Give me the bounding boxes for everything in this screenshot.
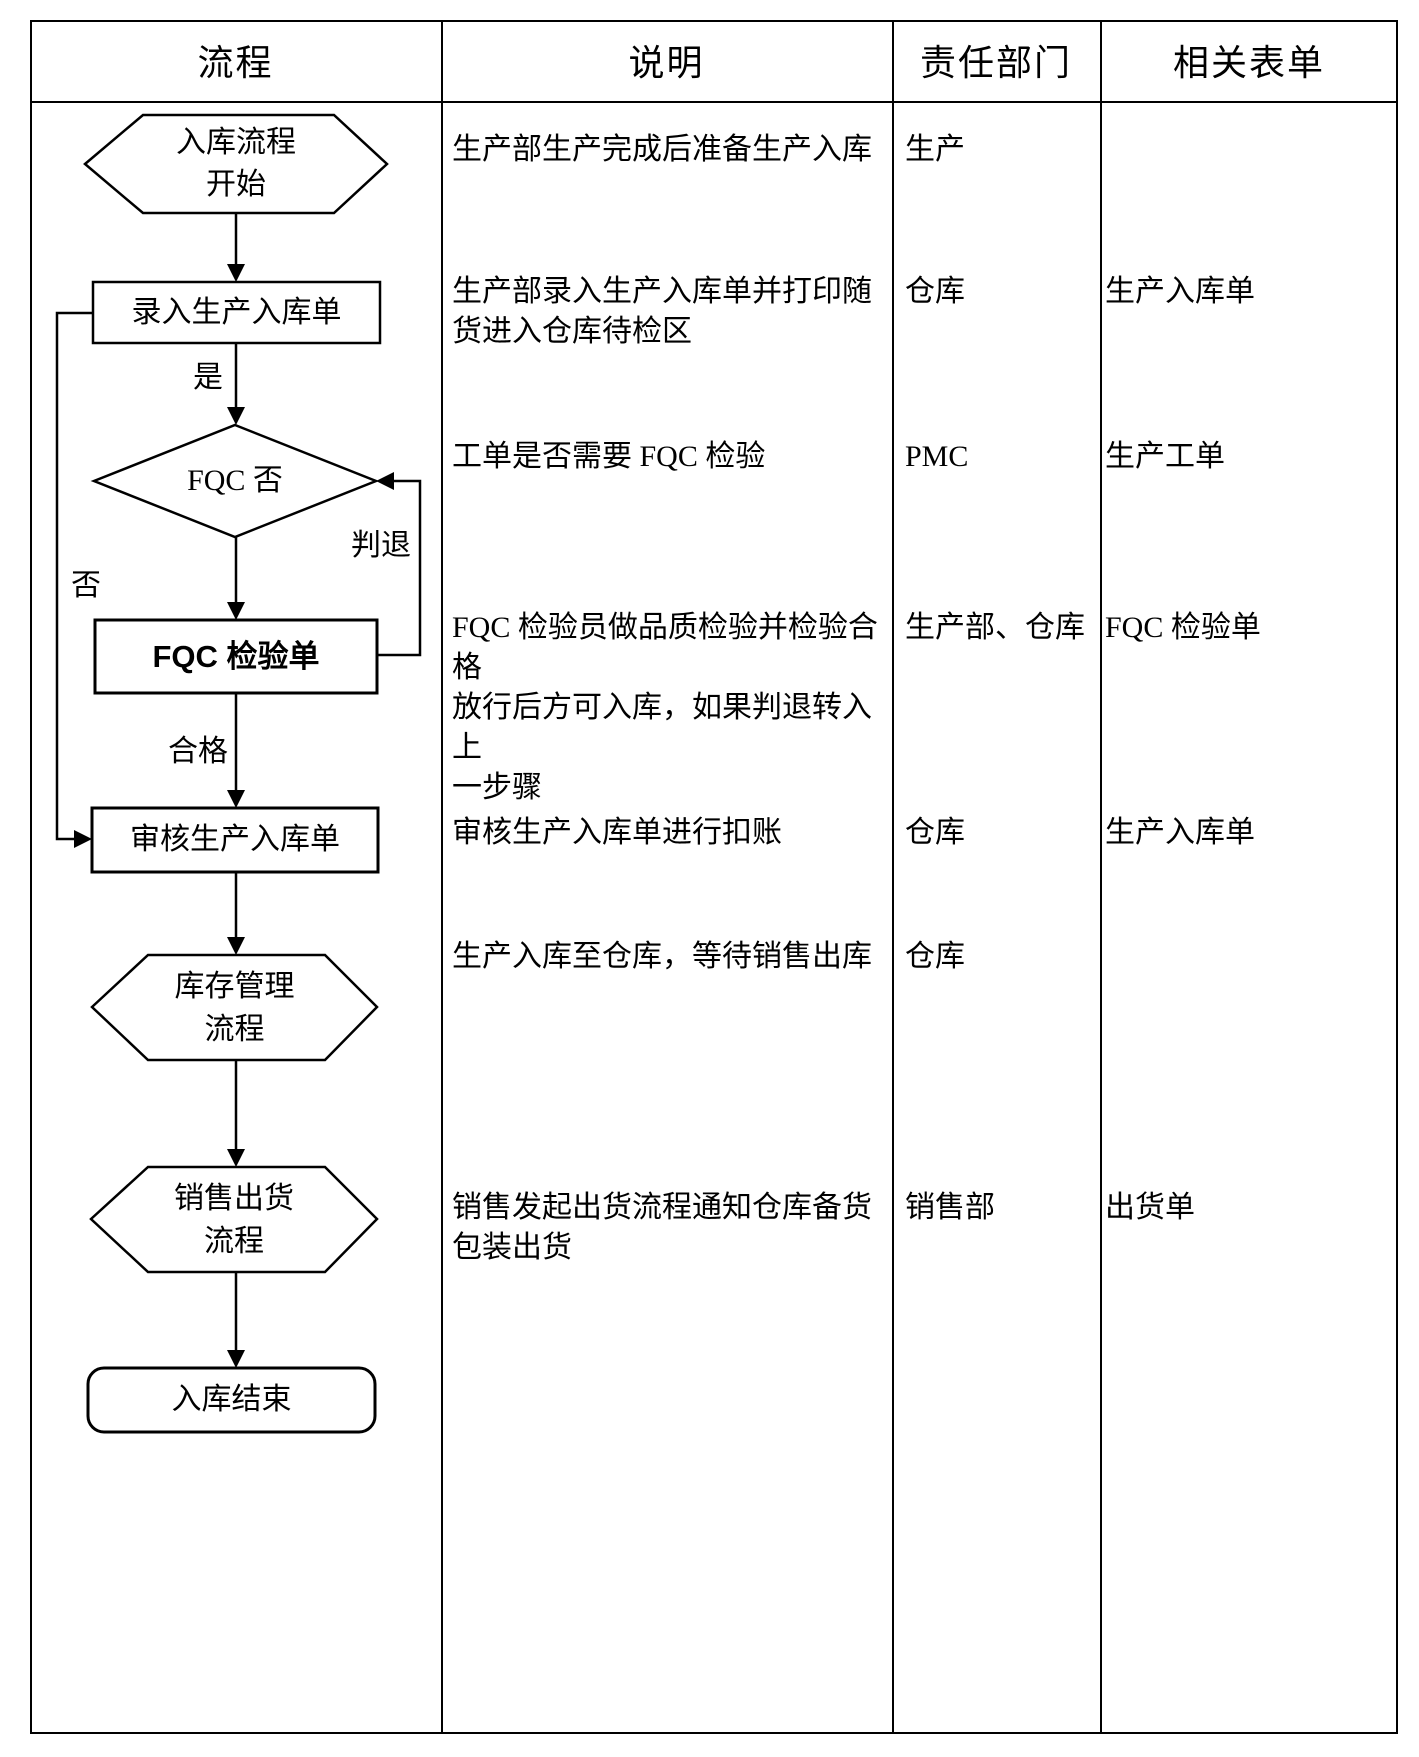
row-2-department: 仓库 (905, 275, 965, 308)
row-7-department: 销售部 (905, 1191, 995, 1224)
row-5-department: 仓库 (905, 816, 965, 849)
table-header-divider (30, 101, 1398, 103)
enter-receipt-box (91, 280, 382, 345)
edge-label-no: 否 (71, 569, 101, 602)
sales-shipping-label: 销售出货 流程 (174, 1181, 294, 1258)
column-divider-3 (1100, 20, 1102, 1734)
sales-shipping-hexagon (89, 1165, 379, 1274)
row-6-department: 仓库 (905, 940, 965, 973)
feedback-line-no (55, 311, 93, 848)
audit-receipt-label: 审核生产入库单 (130, 823, 340, 856)
column-divider-1 (441, 20, 443, 1734)
edge-label-reject: 判退 (351, 529, 411, 562)
fqc-decision-diamond (90, 423, 380, 539)
header-department: 责任部门 (919, 43, 1072, 83)
row-7-form: 出货单 (1105, 1191, 1195, 1224)
edge-label-yes: 是 (193, 361, 223, 394)
arrow-inventory-to-sales (227, 1060, 245, 1167)
table-outer-border (30, 20, 1398, 1734)
row-3-department: PMC (905, 440, 969, 473)
row-6-description: 生产入库至仓库，等待销售出库 (452, 940, 872, 973)
row-2-form: 生产入库单 (1105, 275, 1255, 308)
arrow-start-to-enter (227, 213, 245, 282)
arrow-fqc-to-audit (227, 693, 245, 808)
row-2-description: 生产部录入生产入库单并打印随 货进入仓库待检区 (452, 275, 872, 348)
audit-receipt-box (90, 806, 380, 874)
start-hexagon-label: 入库流程 开始 (176, 126, 296, 201)
row-1-description: 生产部生产完成后准备生产入库 (452, 133, 872, 166)
enter-receipt-label: 录入生产入库单 (131, 295, 342, 329)
row-4-description: FQC 检验员做品质检验并检验合格 放行后方可入库，如果判退转入上 一步骤 (452, 611, 878, 804)
edge-label-pass: 合格 (168, 735, 228, 768)
fqc-form-label: FQC 检验单 (152, 638, 320, 674)
row-5-form: 生产入库单 (1105, 816, 1255, 849)
start-hexagon (83, 113, 389, 215)
row-5-description: 审核生产入库单进行扣账 (452, 816, 782, 849)
row-4-department: 生产部、仓库 (905, 611, 1085, 644)
arrow-enter-to-decision (227, 343, 245, 425)
header-description: 说明 (628, 43, 705, 83)
fqc-form-box (93, 618, 379, 695)
column-divider-2 (892, 20, 894, 1734)
inventory-hexagon (90, 953, 379, 1062)
arrow-audit-to-inventory (227, 872, 245, 955)
row-3-description: 工单是否需要 FQC 检验 (452, 440, 766, 473)
end-rounded-box (86, 1366, 377, 1434)
row-1-department: 生产 (905, 133, 965, 166)
row-7-description: 销售发起出货流程通知仓库备货 包装出货 (452, 1191, 872, 1264)
row-3-form: 生产工单 (1105, 440, 1225, 473)
header-forms: 相关表单 (1172, 43, 1325, 83)
arrow-sales-to-end (227, 1272, 245, 1368)
end-label: 入库结束 (171, 1383, 292, 1416)
feedback-line-reject (376, 472, 422, 657)
header-process: 流程 (197, 43, 274, 83)
arrow-decision-to-fqc (227, 537, 245, 620)
fqc-decision-label: FQC 否 (187, 464, 283, 497)
inventory-label: 库存管理 流程 (174, 969, 295, 1046)
row-4-form: FQC 检验单 (1105, 611, 1261, 644)
